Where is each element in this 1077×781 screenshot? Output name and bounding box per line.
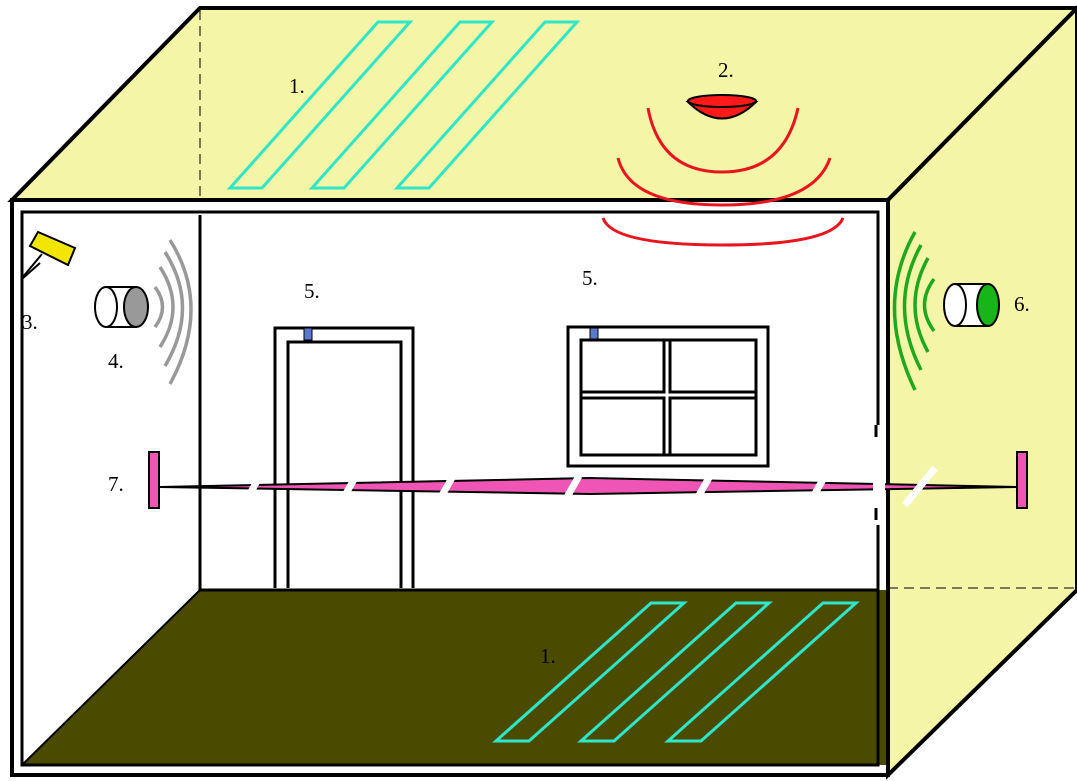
label-ceiling-sensor: 2. — [718, 58, 734, 82]
door-contact — [303, 327, 313, 341]
green-sensor-icon — [943, 283, 1000, 327]
floor — [22, 590, 888, 765]
window — [566, 325, 770, 468]
floor-left-edge — [21, 589, 201, 766]
grey-sensor-waves — [153, 239, 193, 385]
window-contact — [589, 327, 599, 340]
label-door-contact: 5. — [304, 279, 320, 303]
ceiling-sensor — [685, 94, 759, 120]
wall-gap — [873, 425, 885, 525]
label-floor-strips: 1. — [540, 644, 556, 668]
left-wall — [12, 205, 200, 765]
back-wall — [200, 215, 888, 590]
label-light-barrier: 7. — [108, 472, 124, 496]
door — [273, 326, 415, 588]
label-camera: 3. — [22, 310, 38, 334]
light-barrier — [148, 451, 1028, 509]
grey-sensor-icon — [94, 286, 149, 328]
label-green-sensor: 6. — [1014, 292, 1030, 316]
camera-icon — [21, 230, 77, 280]
green-sensor-waves — [892, 231, 936, 391]
ceiling-sensor-waves — [601, 107, 845, 247]
label-grey-sensor: 4. — [108, 349, 124, 373]
floor-strips — [492, 601, 860, 743]
ceiling-strips — [226, 20, 581, 190]
label-ceiling-strips: 1. — [289, 74, 305, 98]
label-window-contact: 5. — [582, 266, 598, 290]
